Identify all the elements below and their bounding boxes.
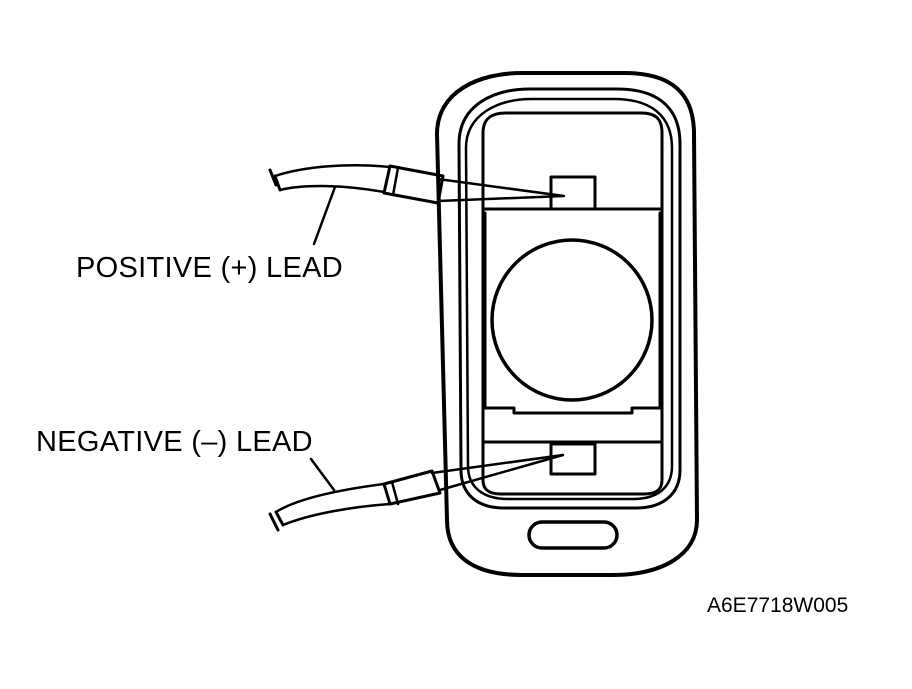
positive-probe-handle [382, 164, 445, 205]
negative-probe-tip [430, 453, 565, 492]
keyring-slot [527, 520, 619, 550]
fob-inner-rim [457, 87, 682, 510]
positive-leader-line [312, 185, 337, 246]
positive-probe-tip [436, 177, 566, 203]
positive-lead-label: POSITIVE (+) LEAD [76, 252, 343, 284]
negative-probe-ferrule [390, 480, 400, 506]
positive-terminal [549, 175, 597, 211]
figure-code: A6E7718W005 [707, 594, 849, 617]
positive-wire-end [268, 168, 282, 192]
negative-wire-end [268, 510, 285, 532]
battery-compartment [481, 111, 664, 496]
fob-inner-rim-2 [464, 97, 674, 501]
positive-probe-ferrule [391, 166, 400, 197]
battery-holder [483, 211, 662, 415]
negative-lead-label: NEGATIVE (–) LEAD [36, 426, 313, 458]
fob-outer-shell [435, 71, 699, 577]
coin-battery [490, 238, 654, 402]
positive-probe-wire [273, 164, 392, 194]
negative-probe-wire [274, 482, 392, 527]
negative-leader-line [309, 457, 336, 492]
negative-terminal [549, 442, 597, 476]
negative-probe-handle [382, 469, 442, 506]
